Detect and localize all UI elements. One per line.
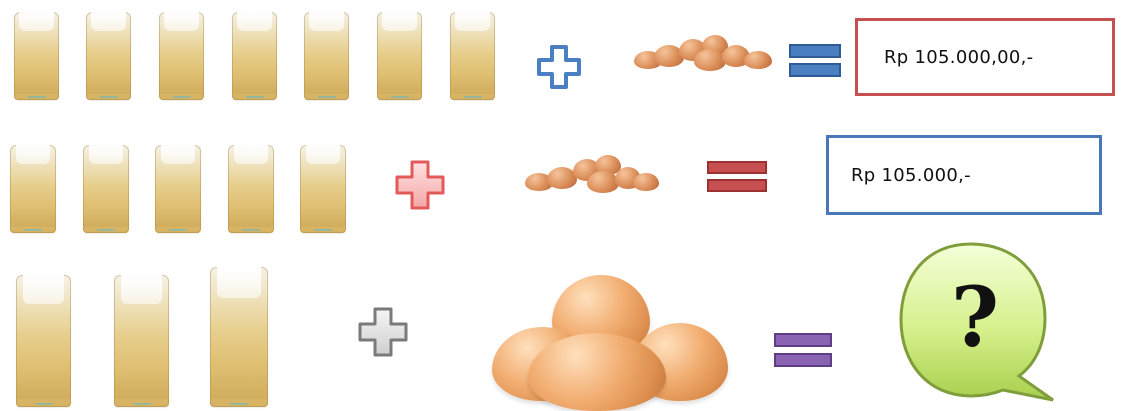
rice-bag (210, 267, 268, 407)
plus-icon (356, 305, 410, 359)
price-box: Rp 105.000,00,- (855, 18, 1115, 96)
plus-icon (393, 158, 447, 212)
price-text: Rp 105.000,- (851, 165, 971, 186)
rice-bag (14, 12, 59, 100)
rice-bag (377, 12, 422, 100)
eggs-small-pile (525, 155, 660, 195)
egg (633, 173, 659, 191)
rice-bag (83, 145, 129, 233)
rice-bag (114, 275, 169, 407)
rice-bag (304, 12, 349, 100)
egg (694, 49, 726, 71)
question-mark-icon: ? (895, 238, 1055, 404)
plus-icon (535, 43, 583, 91)
rice-bag (155, 145, 201, 233)
equals-icon (787, 42, 843, 80)
rice-bag (10, 145, 56, 233)
equals-icon (772, 331, 834, 371)
rice-bag (16, 275, 71, 407)
egg (587, 171, 619, 193)
price-box: Rp 105.000,- (826, 135, 1102, 215)
equation-row-2: Rp 105.000,- (0, 130, 1129, 240)
equation-row-1: Rp 105.000,00,- (0, 0, 1129, 105)
rice-bag (228, 145, 274, 233)
rice-bag (86, 12, 131, 100)
equals-icon (705, 159, 769, 195)
rice-bag (232, 12, 277, 100)
eggs-large-pile (492, 275, 732, 411)
egg (744, 51, 772, 69)
price-text: Rp 105.000,00,- (884, 47, 1033, 68)
rice-bag (300, 145, 346, 233)
rice-bag (450, 12, 495, 100)
eggs-small-pile (634, 35, 774, 71)
rice-bag (159, 12, 204, 100)
question-mark-text: ? (951, 270, 999, 366)
